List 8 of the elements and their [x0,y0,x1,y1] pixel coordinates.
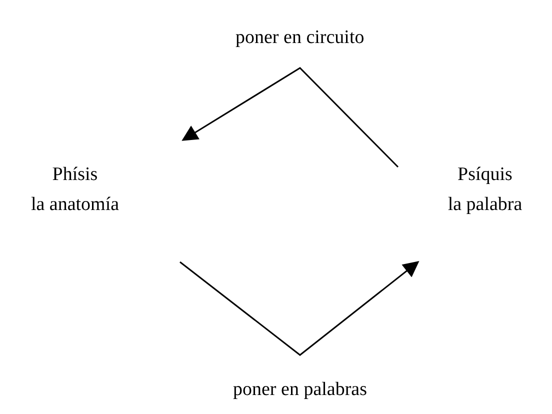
node-text: la anatomía [30,193,120,217]
edge-label: poner en palabras [231,379,369,401]
arrow [182,67,399,168]
edge-label: poner en circuito [234,27,366,49]
node-text: Psíquis [456,163,514,187]
node-text: la palabra [446,193,524,217]
node-text: Phísis [51,163,99,187]
arrow [180,261,420,356]
